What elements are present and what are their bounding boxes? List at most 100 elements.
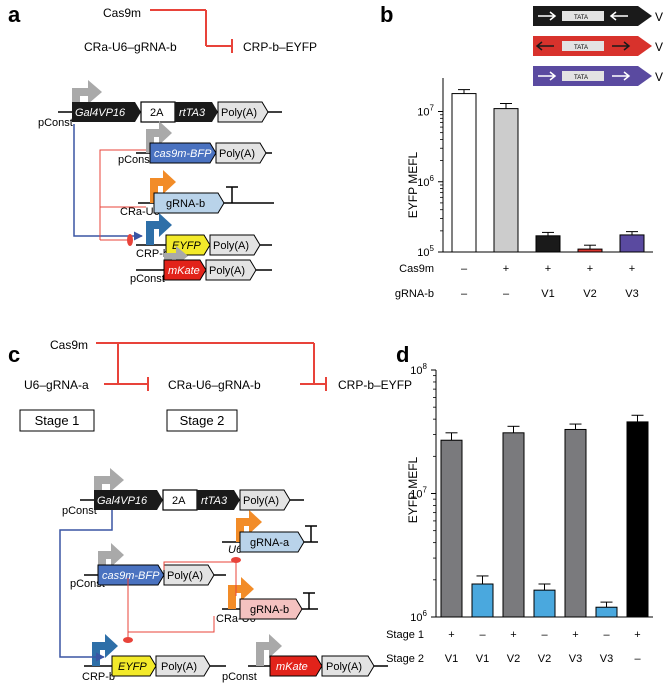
c-construct-cas9: pConst cas9m-BFP Poly(A): [70, 543, 226, 590]
b-row2-label: gRNA-b: [395, 288, 434, 300]
c-pconst-label-1: pConst: [62, 505, 97, 517]
d-y-label: EYFP MEFL: [406, 456, 420, 523]
c-construct-grnab: CRa-U6 gRNA-b: [216, 577, 318, 625]
a-2a-label: 2A: [150, 107, 164, 119]
a-grnab-part: [153, 192, 225, 214]
row1-value: +: [545, 263, 551, 275]
panel-c: c Cas9m U6–gRNA-a CRa-U6–gRNA-b CRP-b–EY…: [8, 338, 412, 683]
a-rtta-label: rtTA3: [179, 107, 206, 119]
c-stage2-box: [166, 409, 238, 432]
row1-value: –: [541, 629, 548, 641]
panel-b: b TATA V1 TATA V2 TATA V3 EYFP MEFL: [380, 2, 663, 300]
c-pconst-label-2: pConst: [70, 578, 105, 590]
b-row1-label: Cas9m: [399, 263, 434, 275]
row2-value: V2: [538, 653, 551, 665]
c-mkate-part: [269, 655, 323, 677]
a-mkate-label: mKate: [168, 265, 200, 277]
a-polya-1: [217, 101, 269, 123]
bar: [595, 606, 618, 618]
a-rtta-part: [175, 102, 218, 122]
a-cra-u6-label: CRa-U6: [120, 206, 160, 218]
bar: [619, 234, 645, 253]
c-activation-arrow: [59, 510, 113, 662]
c-repression-network: [96, 342, 327, 391]
c-construct-grnaa: U6 gRNA-a: [222, 510, 318, 556]
a-cra-label: CRa-U6–gRNA-b: [84, 40, 177, 54]
row1-value: +: [503, 263, 509, 275]
b-variant-v3: TATA V3: [533, 66, 663, 86]
b-tata-1: TATA: [574, 15, 588, 21]
row2-value: V1: [476, 653, 489, 665]
c-repression-node-1: [231, 557, 241, 563]
panel-a: a Cas9m CRa-U6–gRNA-b CRP-b–EYFP pConst …: [8, 2, 317, 285]
row1-value: +: [448, 629, 454, 641]
a-construct-2: pConst cas9m-BFP Poly(A): [118, 121, 272, 166]
a-repression-lines: [99, 149, 146, 241]
c-grnaa-part: [239, 531, 305, 553]
row1-value: +: [634, 629, 640, 641]
y-tick-label: 106: [417, 174, 434, 189]
bar: [577, 248, 603, 253]
c-cas9bfp-label: cas9m-BFP: [102, 570, 160, 582]
c-crpb-label: CRP-b: [82, 671, 115, 683]
c-construct-eyfp: CRP-b EYFP Poly(A): [82, 634, 226, 683]
c-stage1-box: [19, 409, 95, 432]
a-construct-5: pConst mKate Poly(A): [130, 246, 272, 285]
a-cas9bfp-label: cas9m-BFP: [154, 148, 212, 160]
c-cra-label: CRa-U6–gRNA-b: [168, 378, 261, 392]
c-polya-label-1: Poly(A): [243, 495, 279, 507]
a-construct-3: CRa-U6 gRNA-b: [120, 170, 274, 218]
b-variant-label-3: V3: [655, 70, 663, 84]
bar: [451, 93, 477, 253]
a-grnab-label: gRNA-b: [166, 198, 205, 210]
row2-value: –: [634, 653, 641, 665]
bar: [471, 583, 494, 618]
bar: [533, 589, 556, 618]
c-polya-2: [163, 564, 215, 586]
a-crp-label: CRP-b–EYFP: [243, 40, 317, 54]
c-polya-label-3: Poly(A): [161, 661, 197, 673]
row2-value: –: [461, 288, 468, 300]
c-repression-node-2: [123, 637, 133, 643]
a-polya-label-4: Poly(A): [213, 240, 249, 252]
a-polya-2: [215, 142, 267, 164]
a-crpb-label: CRP-b: [136, 248, 169, 260]
b-variant-v1: TATA V1: [533, 6, 663, 26]
panel-d: d EYFP MEFL 106107108+V1–V1+V2–V2+V3–V3+…: [386, 342, 653, 665]
c-polya-1: [239, 489, 291, 511]
panel-d-label: d: [396, 342, 409, 367]
bar: [502, 432, 525, 618]
a-construct-4: CRP-b EYFP Poly(A): [136, 213, 272, 260]
c-polya-label-4: Poly(A): [326, 661, 362, 673]
y-tick-label: 108: [410, 362, 427, 377]
d-row1-label: Stage 1: [386, 629, 424, 641]
row2-value: V2: [507, 653, 520, 665]
a-pconst-label-1: pConst: [38, 117, 73, 129]
b-variant-label-1: V1: [655, 10, 663, 24]
c-construct-mkate: pConst mKate Poly(A): [222, 634, 388, 683]
bar: [626, 421, 649, 618]
y-tick-label: 107: [410, 486, 427, 501]
b-y-label: EYFP MEFL: [406, 151, 420, 218]
c-terminator-a: [305, 525, 317, 542]
c-cas9m-label: Cas9m: [50, 338, 88, 352]
panel-a-label: a: [8, 2, 21, 27]
row2-value: V1: [541, 288, 554, 300]
c-stage1-label: Stage 1: [35, 413, 80, 428]
bar: [564, 428, 587, 618]
a-pconst-label-2: pConst: [118, 154, 153, 166]
y-tick-label: 106: [410, 609, 427, 624]
row2-value: V1: [445, 653, 458, 665]
c-eyfp-label: EYFP: [118, 661, 147, 673]
y-tick-label: 107: [417, 104, 434, 119]
a-polya-4: [209, 234, 261, 256]
c-u6grnaa-label: U6–gRNA-a: [24, 378, 89, 392]
bar: [535, 235, 561, 253]
c-polya-label-2: Poly(A): [167, 570, 203, 582]
row1-value: +: [629, 263, 635, 275]
d-row2-label: Stage 2: [386, 653, 424, 665]
a-construct-1: pConst Gal4VP16 2A rtTA3 Poly(A): [38, 80, 282, 129]
c-polya-4: [321, 655, 375, 677]
